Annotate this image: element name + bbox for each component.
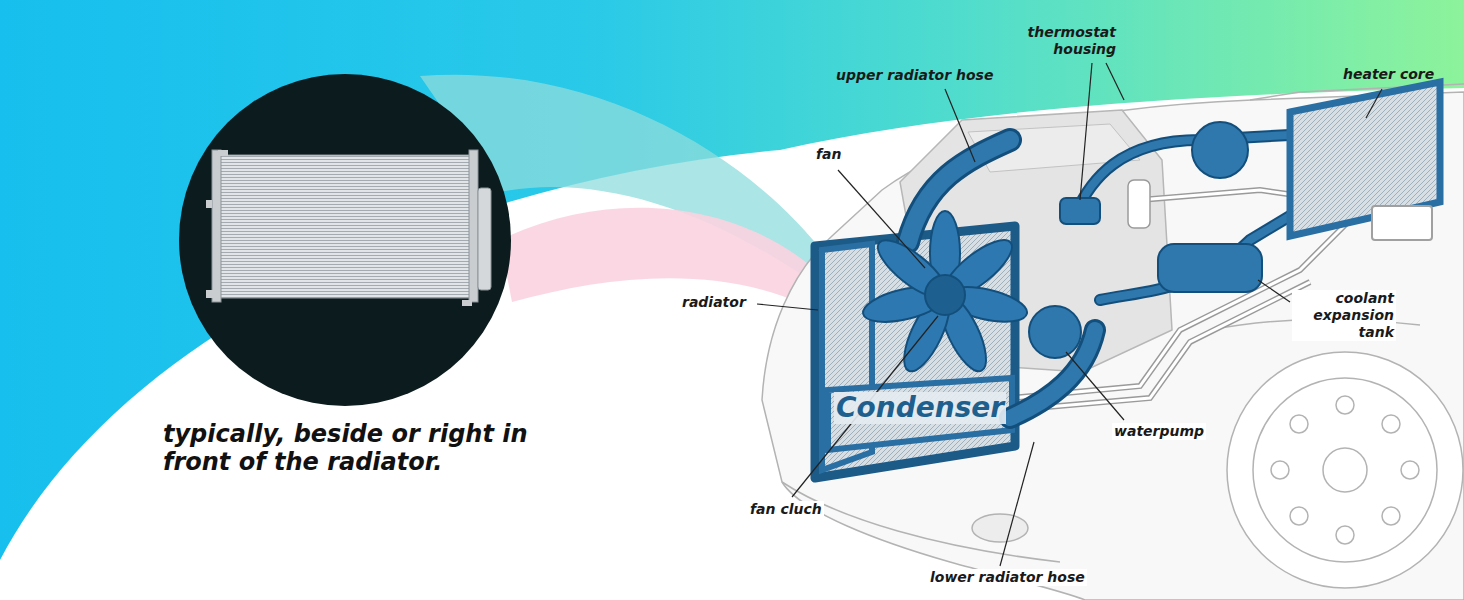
part-label: thermostat housing [1004,24,1116,58]
leader-lines [1366,89,1382,118]
car-body [1336,396,1354,414]
condenser-photo [206,290,214,298]
condenser-label: Condenser [834,392,1006,424]
condenser-photo [478,188,491,290]
leader-lines [757,63,1382,566]
car-body [1382,507,1400,525]
hoses [1100,210,1300,300]
condenser-photo [212,150,221,302]
part-label: radiator [680,294,748,311]
leader-lines [1258,280,1290,302]
engine-parts [1192,122,1248,178]
car-body [1253,378,1437,562]
hoses [908,135,1300,418]
condenser-photo [462,300,472,306]
hoses [1075,135,1290,215]
part-label: lower radiator hose [928,569,1087,586]
car-body [1401,461,1419,479]
engine-parts [1029,306,1081,358]
part-label: heater core [1343,66,1434,83]
fan [860,211,1030,377]
car-body [1290,507,1308,525]
car-body [1323,448,1367,492]
car-body [1382,415,1400,433]
car-body [1271,461,1289,479]
car-body [1290,415,1308,433]
leader-lines [1106,63,1124,100]
condenser-photo [206,150,491,306]
fan [860,211,1030,377]
leader-lines [1080,63,1092,200]
engine-parts [1029,82,1440,358]
condenser-photo [218,150,228,156]
engine-parts [1060,198,1100,224]
condenser-photo [218,155,472,298]
leader-lines [1000,442,1034,566]
car-body [1227,352,1463,588]
part-label: fan [816,146,842,163]
engine-parts [1158,244,1262,292]
condenser-photo [206,200,212,208]
leader-lines [838,170,925,268]
part-label: fan cluch [748,501,824,518]
part-label: upper radiator hose [836,67,993,84]
hoses [1100,210,1300,300]
leader-lines [757,304,818,310]
ac-lines [1128,180,1150,228]
part-label: waterpump [1112,423,1206,440]
radiator [828,378,1012,450]
car-body [782,482,1060,562]
hoses [1075,135,1290,215]
hoses [908,140,1010,242]
car-body [972,514,1028,542]
engine-parts [1372,206,1432,240]
caption: typically, beside or right in front of t… [163,420,603,476]
car-body [1336,526,1354,544]
dark-circle [179,74,511,406]
hoses [908,140,1010,242]
fan [925,275,965,315]
leader-lines [1066,352,1124,420]
condenser-photo [469,150,478,302]
part-label: coolant expansion tank [1292,290,1396,341]
leader-lines [945,89,975,162]
